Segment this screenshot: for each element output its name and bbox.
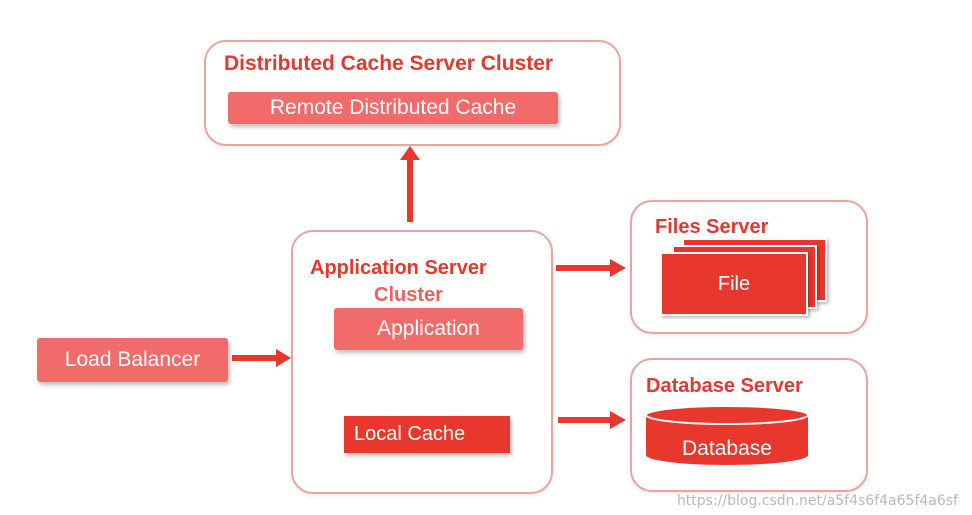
remote-distributed-cache-box[interactable]: Remote Distributed Cache bbox=[228, 92, 558, 124]
application-box[interactable]: Application bbox=[334, 308, 523, 350]
local-cache-box[interactable]: Local Cache bbox=[344, 416, 510, 453]
files-server-title: Files Server bbox=[655, 216, 769, 238]
arrow-to-files-server bbox=[556, 259, 626, 277]
database-cylinder-icon bbox=[645, 405, 809, 465]
watermark-text: https://blog.csdn.net/a5f4s6f4a65f4a6sf bbox=[676, 493, 958, 509]
database-server-title: Database Server bbox=[646, 375, 803, 397]
application-server-cluster-title: Application Server bbox=[310, 257, 487, 279]
database-label[interactable]: Database bbox=[682, 437, 772, 460]
arrow-to-database-server bbox=[558, 411, 626, 429]
file-box[interactable]: File bbox=[660, 252, 808, 316]
arrow-to-distributed-cache bbox=[400, 146, 420, 222]
load-balancer-box[interactable]: Load Balancer bbox=[37, 338, 228, 382]
arrow-lb-to-app-cluster bbox=[232, 349, 291, 367]
distributed-cache-cluster-title: Distributed Cache Server Cluster bbox=[224, 52, 554, 75]
application-server-cluster-subtitle: Cluster bbox=[374, 284, 443, 306]
